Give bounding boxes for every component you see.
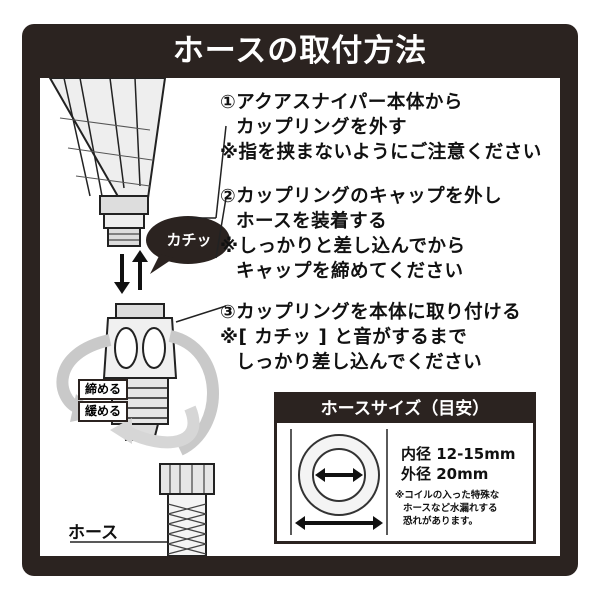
callout-label: カチッ [166, 231, 212, 249]
size-note-line-3: 恐れがあります。 [403, 516, 479, 527]
step-2-line-1: ②カップリングのキャップを外し [220, 186, 503, 207]
hose-size-box: ホースサイズ（目安） 内径 12-15mm 外径 20mm ※コイルの入った特殊… [274, 392, 536, 544]
hose-size-header: ホースサイズ（目安） [277, 395, 533, 423]
step-2-line-2: ホースを装着する [236, 211, 388, 232]
attachment-illustration [48, 78, 230, 556]
step-3-line-1: ③カップリングを本体に取り付ける [220, 302, 522, 323]
inner-diameter: 内径 12-15mm [401, 445, 516, 463]
step-2-note-2: キャップを締めてください [236, 261, 464, 282]
connect-arrows [114, 250, 148, 294]
step-3: ③カップリングを本体に取り付ける ※[ カチッ ] と音がするまで しっかり差し… [220, 300, 521, 375]
tighten-label: 締める [78, 379, 129, 400]
hose-cross-section [290, 429, 388, 535]
step-2-note-1: ※しっかりと差し込んでから [220, 236, 466, 257]
step-1-note: ※指を挟まないようにご注意ください [220, 142, 542, 163]
step-1: ①アクアスナイパー本体から カップリングを外す ※指を挟まないようにご注意くださ… [220, 90, 542, 165]
step-3-note-1: ※[ カチッ ] と音がするまで [220, 327, 468, 348]
hose-label: ホース [68, 523, 119, 543]
leader-lines [175, 125, 227, 323]
click-callout [146, 216, 230, 274]
page-title: ホースの取付方法 [172, 33, 428, 69]
step-2: ②カップリングのキャップを外し ホースを装着する ※しっかりと差し込んでから キ… [220, 184, 502, 284]
outer-diameter: 外径 20mm [401, 465, 489, 483]
step-1-line-2: カップリングを外す [236, 117, 408, 138]
size-note: ※コイルの入った特殊な ホースなど水漏れする 恐れがあります。 [395, 489, 499, 528]
nozzle-body [48, 78, 167, 247]
instruction-panel: ①アクアスナイパー本体から カップリングを外す ※指を挟まないようにご注意くださ… [40, 78, 560, 556]
hose [70, 463, 215, 556]
step-1-line-1: ①アクアスナイパー本体から [220, 92, 463, 113]
loosen-label: 緩める [78, 401, 129, 422]
size-note-line-2: ホースなど水漏れする [403, 503, 498, 514]
size-note-line-1: ※コイルの入った特殊な [395, 490, 500, 501]
step-3-note-2: しっかり差し込んでください [236, 352, 483, 373]
coupling [102, 303, 178, 441]
